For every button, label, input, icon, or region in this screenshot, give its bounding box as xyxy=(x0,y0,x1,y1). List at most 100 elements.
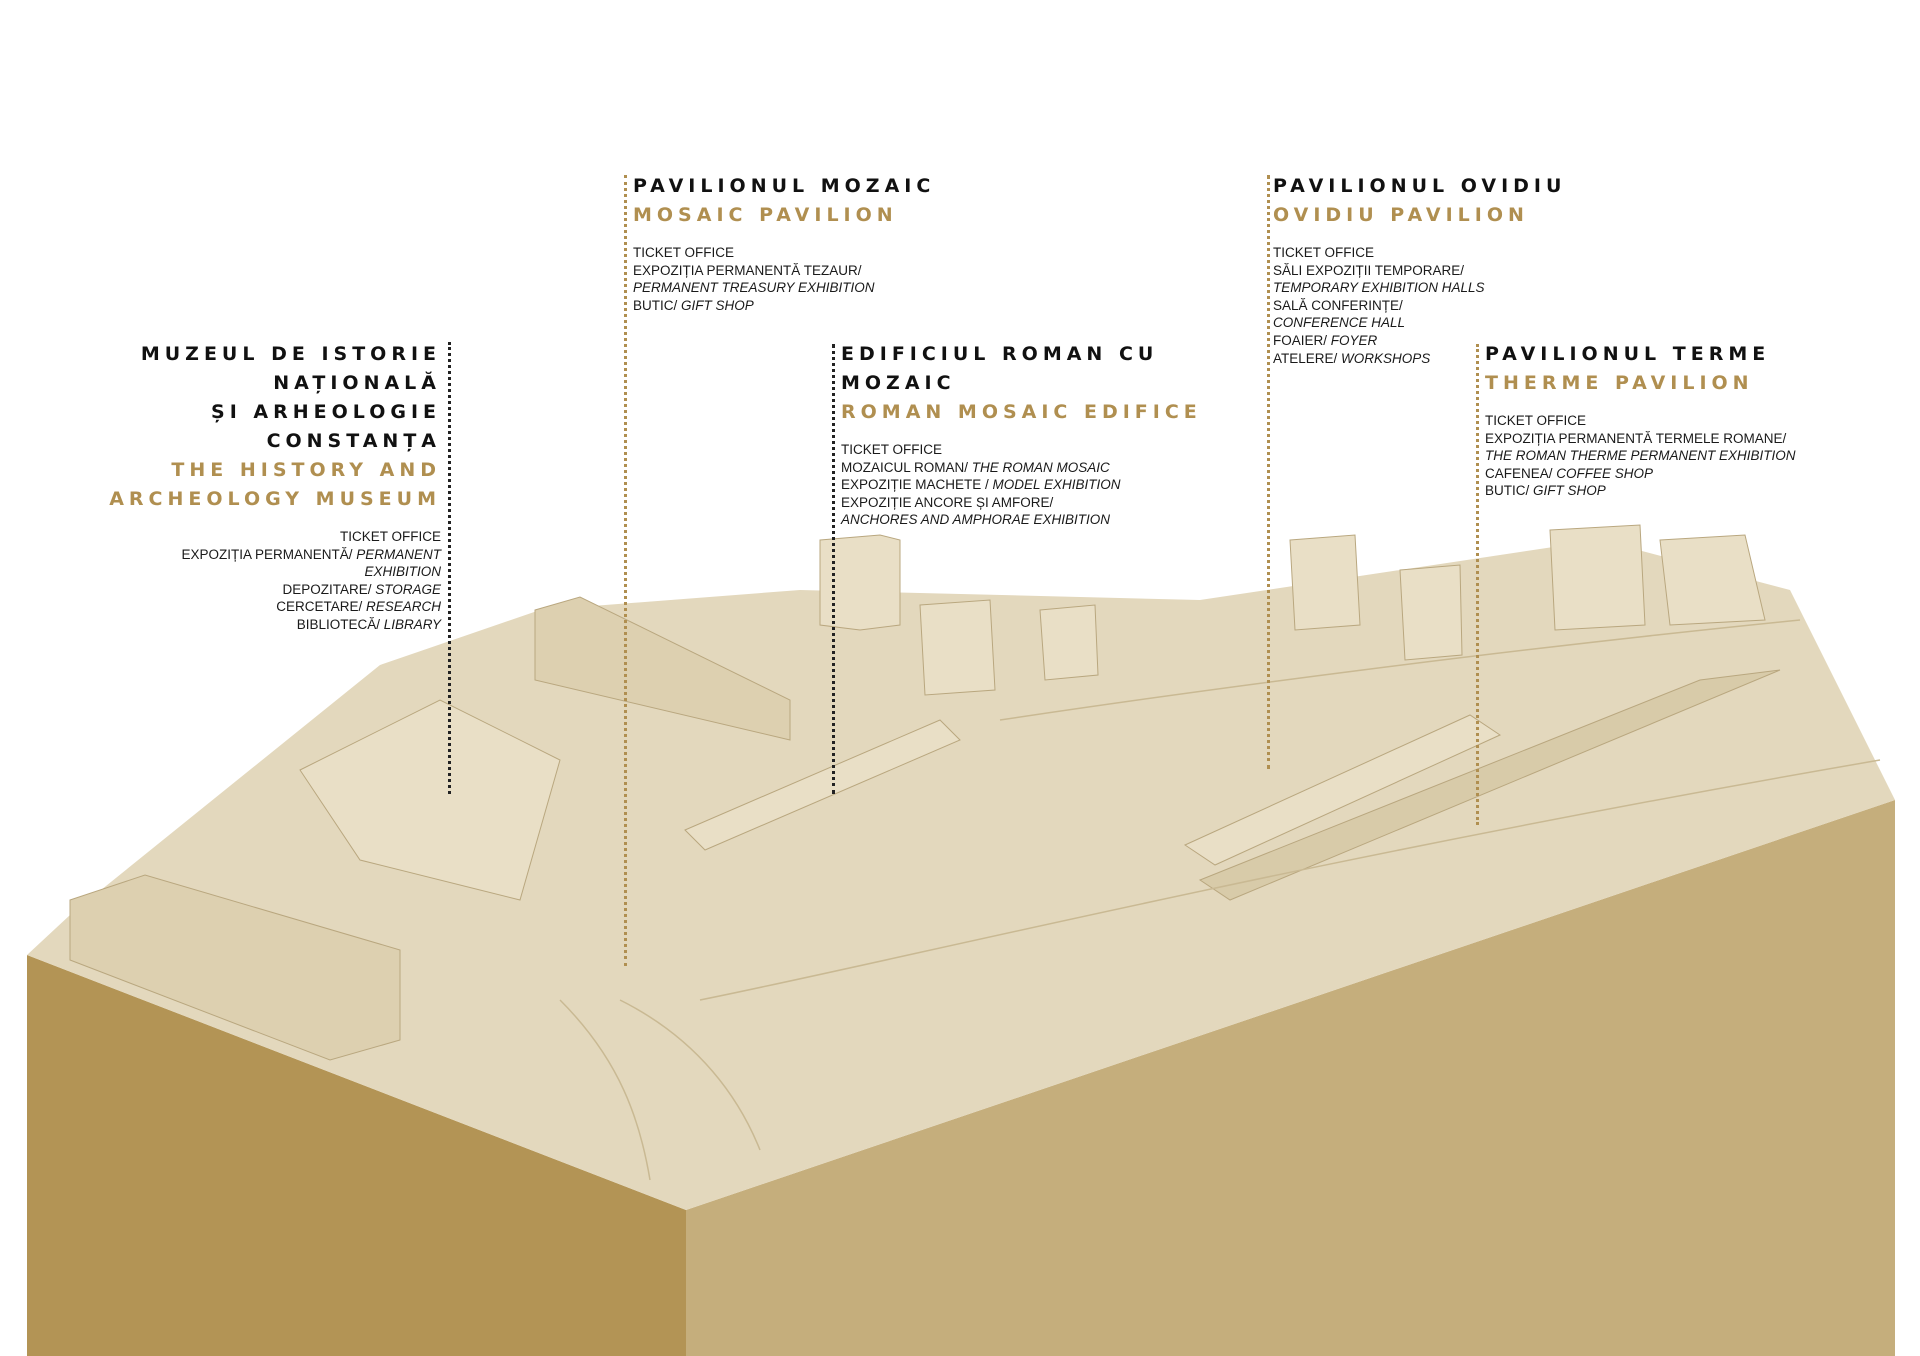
item-en: STORAGE xyxy=(375,581,441,597)
item-en: FOYER xyxy=(1330,332,1378,348)
item-ro: DEPOZITARE/ xyxy=(282,581,376,597)
item-en: EXHIBITION xyxy=(364,564,441,580)
list-item: BUTIC/ GIFT SHOP xyxy=(1485,482,1796,500)
leader-line-mosaic xyxy=(624,175,627,966)
item-ro: BUTIC/ xyxy=(1485,483,1534,499)
list-item: TICKET OFFICE xyxy=(1273,244,1566,262)
item-ro: EXPOZIȚIE ANCORE ȘI AMFORE/ xyxy=(841,494,1054,510)
item-en: THE ROMAN MOSAIC xyxy=(971,459,1110,475)
label-mosaic-pavilion: PAVILIONUL MOZAIC MOSAIC PAVILION TICKET… xyxy=(633,172,935,314)
item-en: WORKSHOPS xyxy=(1341,350,1431,366)
item-ro: SALĂ CONFERINȚE/ xyxy=(1273,297,1403,313)
list-item: EXPOZIȚIE MACHETE / MODEL EXHIBITION xyxy=(841,476,1202,494)
list-item: CONFERENCE HALL xyxy=(1273,314,1566,332)
item-ro: SĂLI EXPOZIȚII TEMPORARE/ xyxy=(1273,262,1465,278)
leader-line-edifice xyxy=(832,344,835,794)
list-item: TICKET OFFICE xyxy=(109,528,441,546)
list-item: EXPOZIȚIA PERMANENTĂ/ PERMANENT xyxy=(109,546,441,564)
ovidiu-items: TICKET OFFICE SĂLI EXPOZIȚII TEMPORARE/ … xyxy=(1273,244,1566,367)
model-right-face xyxy=(686,800,1895,1356)
list-item: THE ROMAN THERME PERMANENT EXHIBITION xyxy=(1485,447,1796,465)
item-ro: CAFENEA/ xyxy=(1485,465,1557,481)
model-left-face xyxy=(27,955,686,1356)
item-en: CONFERENCE HALL xyxy=(1273,315,1406,331)
item-ro: MOZAICUL ROMAN/ xyxy=(841,459,972,475)
list-item: PERMANENT TREASURY EXHIBITION xyxy=(633,279,935,297)
edifice-items: TICKET OFFICE MOZAICUL ROMAN/ THE ROMAN … xyxy=(841,441,1202,529)
item-en: THE ROMAN THERME PERMANENT EXHIBITION xyxy=(1485,448,1796,464)
buildings xyxy=(69,524,1781,1061)
item-ro: CERCETARE/ xyxy=(276,599,366,615)
list-item: BIBLIOTECĂ/ LIBRARY xyxy=(109,616,441,634)
list-item: TICKET OFFICE xyxy=(633,244,935,262)
mosaic-title-ro: PAVILIONUL MOZAIC xyxy=(633,175,936,197)
museum-title-ro-1: MUZEUL DE ISTORIE xyxy=(140,343,441,365)
list-item: EXPOZIȚIA PERMANENTĂ TEZAUR/ xyxy=(633,262,935,280)
list-item: DEPOZITARE/ STORAGE xyxy=(109,581,441,599)
item-en: GIFT SHOP xyxy=(1533,483,1606,499)
item-en: PERMANENT xyxy=(356,546,441,562)
mosaic-items: TICKET OFFICE EXPOZIȚIA PERMANENTĂ TEZAU… xyxy=(633,244,935,314)
list-item: ATELERE/ WORKSHOPS xyxy=(1273,350,1566,368)
label-ovidiu-pavilion: PAVILIONUL OVIDIU OVIDIU PAVILION TICKET… xyxy=(1273,172,1566,367)
list-item: TICKET OFFICE xyxy=(1485,412,1796,430)
museum-title-en-2: ARCHEOLOGY MUSEUM xyxy=(109,488,441,510)
item-ro: TICKET OFFICE xyxy=(339,529,441,544)
list-item: SALĂ CONFERINȚE/ xyxy=(1273,297,1566,315)
list-item: SĂLI EXPOZIȚII TEMPORARE/ xyxy=(1273,262,1566,280)
item-en: MODEL EXHIBITION xyxy=(992,477,1121,493)
item-ro: EXPOZIȚIA PERMANENTĂ TERMELE ROMANE/ xyxy=(1485,430,1787,446)
list-item: FOAIER/ FOYER xyxy=(1273,332,1566,350)
item-ro: EXPOZIȚIA PERMANENTĂ/ xyxy=(181,546,357,562)
museum-title-ro-3: ȘI ARHEOLOGIE xyxy=(211,401,441,423)
ovidiu-title-ro: PAVILIONUL OVIDIU xyxy=(1273,175,1567,197)
leader-line-therme xyxy=(1476,344,1479,825)
item-en: TEMPORARY EXHIBITION HALLS xyxy=(1273,280,1485,296)
item-ro: FOAIER/ xyxy=(1273,332,1331,348)
list-item: BUTIC/ GIFT SHOP xyxy=(633,297,935,315)
item-ro: EXPOZIȚIE MACHETE / xyxy=(841,477,993,493)
item-en: PERMANENT TREASURY EXHIBITION xyxy=(633,280,875,296)
label-museum: MUZEUL DE ISTORIE NAȚIONALĂ ȘI ARHEOLOGI… xyxy=(109,340,441,634)
therme-items: TICKET OFFICE EXPOZIȚIA PERMANENTĂ TERME… xyxy=(1485,412,1796,500)
item-en: ANCHORES AND AMPHORAE EXHIBITION xyxy=(841,512,1111,528)
edifice-title-ro-1: EDIFICIUL ROMAN CU xyxy=(841,343,1159,365)
list-item: ANCHORES AND AMPHORAE EXHIBITION xyxy=(841,511,1202,529)
therme-title-en: THERME PAVILION xyxy=(1485,372,1754,394)
list-item: CERCETARE/ RESEARCH xyxy=(109,598,441,616)
model-top-surface xyxy=(27,540,1895,1210)
item-en: COFFEE SHOP xyxy=(1556,465,1654,481)
item-en: GIFT SHOP xyxy=(681,297,754,313)
list-item: MOZAICUL ROMAN/ THE ROMAN MOSAIC xyxy=(841,459,1202,477)
list-item: EXPOZIȚIE ANCORE ȘI AMFORE/ xyxy=(841,494,1202,512)
mosaic-title-en: MOSAIC PAVILION xyxy=(633,204,898,226)
museum-items: TICKET OFFICE EXPOZIȚIA PERMANENTĂ/ PERM… xyxy=(109,528,441,634)
item-ro: TICKET OFFICE xyxy=(1485,413,1587,428)
item-ro: BIBLIOTECĂ/ xyxy=(296,616,384,632)
item-ro: TICKET OFFICE xyxy=(1273,245,1375,260)
edifice-title-ro-2: MOZAIC xyxy=(841,372,956,394)
item-ro: TICKET OFFICE xyxy=(633,245,735,260)
list-item: EXHIBITION xyxy=(109,563,441,581)
label-roman-mosaic-edifice: EDIFICIUL ROMAN CU MOZAIC ROMAN MOSAIC E… xyxy=(841,340,1202,529)
item-en: RESEARCH xyxy=(365,599,441,615)
list-item: CAFENEA/ COFFEE SHOP xyxy=(1485,465,1796,483)
item-ro: BUTIC/ xyxy=(633,297,682,313)
museum-title-en-1: THE HISTORY AND xyxy=(171,459,441,481)
museum-title-ro-4: CONSTANȚA xyxy=(266,430,441,452)
edifice-title-en: ROMAN MOSAIC EDIFICE xyxy=(841,401,1202,423)
list-item: TICKET OFFICE xyxy=(841,441,1202,459)
ovidiu-title-en: OVIDIU PAVILION xyxy=(1273,204,1529,226)
item-ro: ATELERE/ xyxy=(1273,350,1342,366)
item-en: LIBRARY xyxy=(383,616,441,632)
item-ro: EXPOZIȚIA PERMANENTĂ TEZAUR/ xyxy=(633,262,862,278)
label-therme-pavilion: PAVILIONUL TERME THERME PAVILION TICKET … xyxy=(1485,340,1796,500)
leader-line-ovidiu xyxy=(1267,175,1270,769)
list-item: TEMPORARY EXHIBITION HALLS xyxy=(1273,279,1566,297)
museum-title-ro-2: NAȚIONALĂ xyxy=(273,372,441,394)
list-item: EXPOZIȚIA PERMANENTĂ TERMELE ROMANE/ xyxy=(1485,430,1796,448)
item-ro: TICKET OFFICE xyxy=(841,442,943,457)
therme-title-ro: PAVILIONUL TERME xyxy=(1485,343,1771,365)
terrain-lines xyxy=(559,619,1881,1181)
